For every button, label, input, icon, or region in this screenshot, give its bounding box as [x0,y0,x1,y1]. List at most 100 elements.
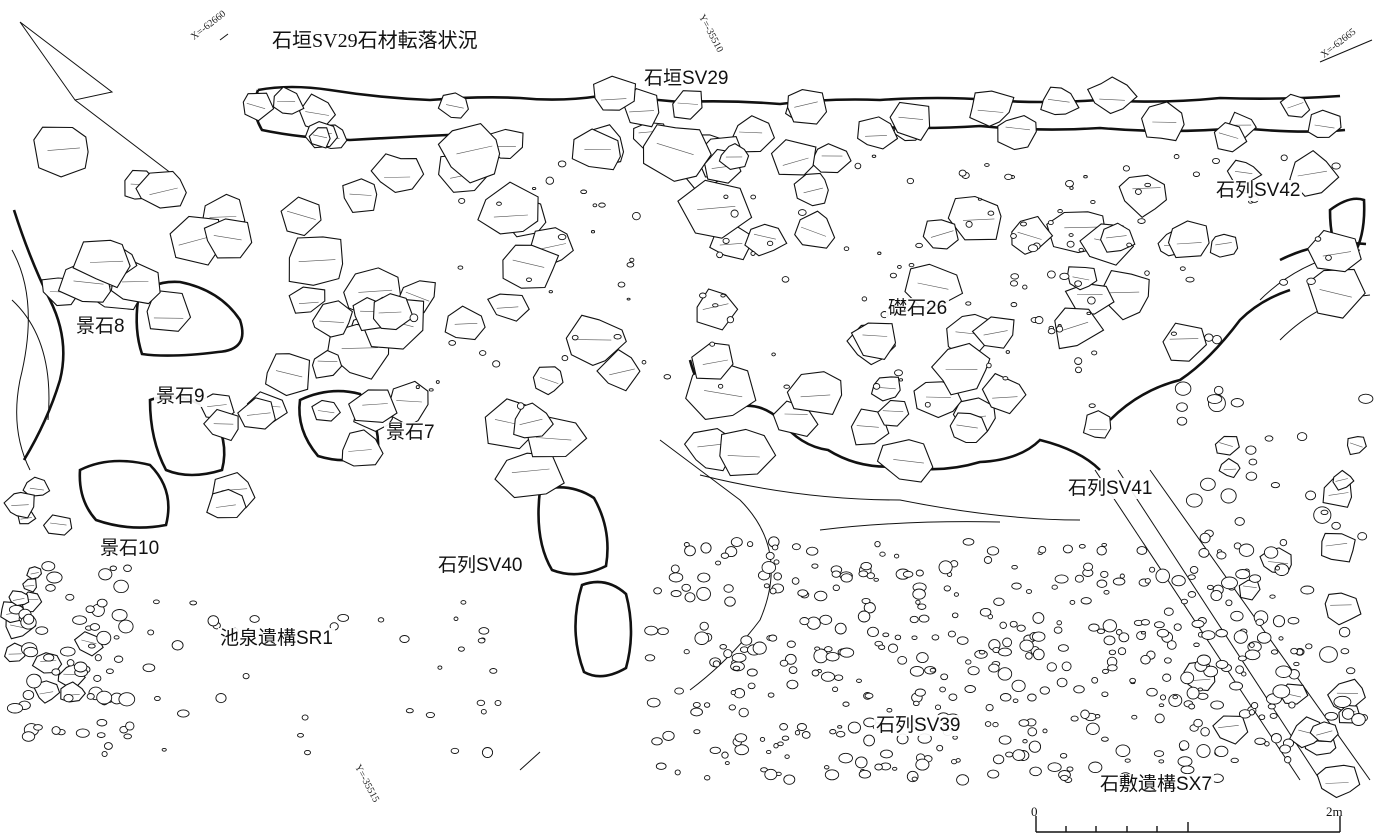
pebble [1054,574,1069,584]
pebble [766,240,774,247]
stone [288,236,344,286]
pebble [598,202,606,208]
pebble [632,211,641,221]
stone [565,314,627,366]
pebble [843,246,850,252]
pebble [877,251,882,256]
pebble [746,541,754,548]
stone [532,366,564,396]
pebble [771,544,779,551]
pebble [561,355,569,362]
pebble [1313,506,1332,524]
pebble [1103,589,1110,595]
stone [437,122,501,184]
pebble [750,194,757,200]
pebble [917,603,927,610]
pebble [1078,247,1084,253]
pebble [683,542,690,547]
pebble [1091,350,1098,356]
pebble [871,154,877,158]
pebble [1073,685,1085,694]
pebble [399,635,410,643]
pebble [207,615,220,627]
pebble [1066,766,1074,772]
pebble [1229,681,1244,691]
stone [1213,121,1248,153]
pebble [85,605,95,614]
pebble [1235,665,1244,674]
pebble [929,667,936,673]
pebble [854,162,862,170]
stone [203,408,239,442]
pebble [912,700,920,707]
stone [683,428,734,472]
pebble [1267,703,1276,710]
pebble [66,659,75,667]
pebble [1180,598,1188,605]
pebble [763,583,770,589]
pebble [1153,750,1165,757]
pebble [1300,585,1315,595]
pebble [1158,759,1165,764]
pebble [1221,576,1238,590]
pebble [1256,631,1272,644]
pebble [668,572,684,583]
pebble [87,643,96,649]
pebble [977,197,982,201]
pebble [773,572,782,581]
stone-facet [1325,782,1349,784]
pebble [699,621,709,631]
stone [947,195,1002,241]
pebble [1186,686,1200,700]
pebble [965,301,972,306]
pebble [1188,703,1196,710]
pebble [1155,568,1170,584]
pebble [786,679,799,690]
stone-facet [1047,99,1070,103]
pebble [1107,664,1118,672]
pebble [746,668,758,677]
stone-facet [1297,170,1327,177]
pebble [967,666,980,676]
pebble [123,564,132,573]
pebble [1117,647,1127,656]
pebble [882,632,890,638]
pebble [674,687,684,695]
pebble [759,736,766,742]
stone-facet [600,98,627,101]
stone [642,124,712,182]
pebble [1140,619,1150,626]
pebble [709,341,716,347]
pebble [1168,693,1183,707]
pebble [1078,543,1086,549]
pebble [1279,744,1291,754]
pebble [699,292,707,299]
pebble [872,383,881,390]
pebble [915,242,923,249]
pebble [435,380,440,384]
pebble [764,768,778,781]
stone [342,178,378,213]
pebble [986,362,992,369]
stone-facet [456,145,493,155]
pebble [1314,236,1322,242]
pebble [1088,403,1096,409]
pebble [832,584,840,592]
pebble [1140,654,1151,665]
pebble [249,615,260,623]
pebble [453,616,459,622]
stone [1100,222,1136,253]
pebble [719,644,727,650]
stone-facet [1328,492,1349,496]
stone-facet [1132,187,1161,190]
pebble [580,189,588,195]
pebble [1196,744,1211,758]
pebble [1248,458,1258,466]
pebble [1103,635,1116,646]
pebble [1176,402,1188,412]
pebble [1173,154,1180,160]
pebble [1279,278,1289,286]
stone-facet [800,394,831,398]
pebble [1275,565,1280,571]
stone [1212,715,1249,745]
